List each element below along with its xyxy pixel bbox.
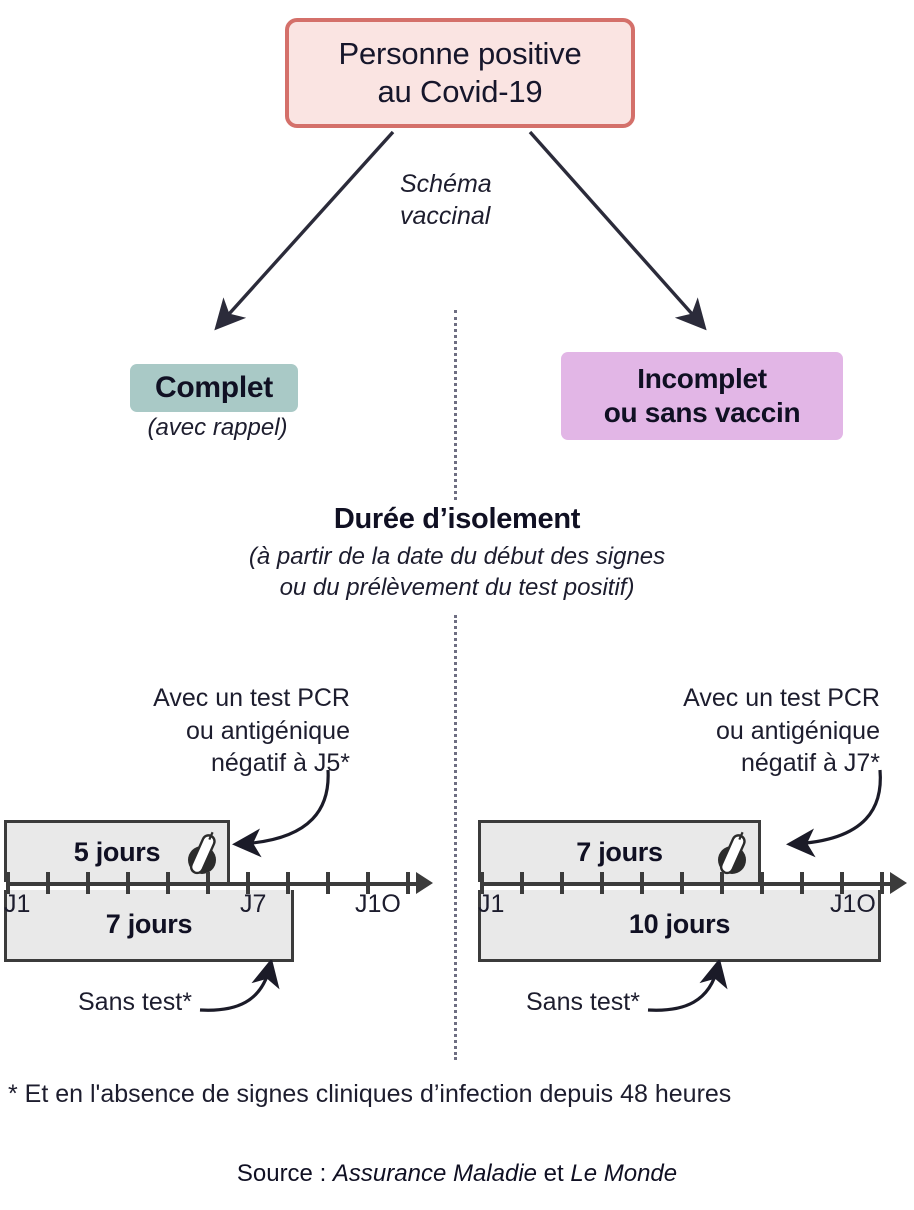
section-subtitle-line1: (à partir de la date du début des signes — [248, 543, 666, 570]
vertical-divider-bottom — [454, 615, 457, 1060]
left-axis-tick — [46, 872, 50, 894]
source-org2: Le Monde — [570, 1160, 678, 1187]
left-test-arrow — [232, 769, 330, 858]
source-prefix: Source : — [236, 1160, 333, 1187]
left-axis-label-j10: J1O — [355, 890, 401, 918]
source-joiner: et — [537, 1160, 571, 1187]
branch-arrows — [214, 130, 707, 331]
left-axis-tick — [406, 872, 410, 894]
left-axis-tick — [366, 872, 370, 894]
left-bar-7-jours: 7 jours — [4, 890, 294, 962]
left-axis-tick — [246, 872, 250, 894]
category-chip-incomplet: Incomplet ou sans vaccin — [561, 352, 843, 440]
section-subtitle-line2: ou du prélèvement du test positif) — [279, 574, 635, 602]
left-axis-label-j1: J1 — [4, 890, 31, 918]
right-axis-arrowhead — [890, 872, 907, 894]
right-annotation-line3: négatif à J7* — [741, 749, 880, 777]
left-annotation-line1: Avec un test PCR — [153, 684, 350, 712]
right-axis-tick — [640, 872, 644, 894]
category-chip-incomplet-line1: Incomplet — [637, 363, 767, 395]
right-axis-label-j10: J1O — [830, 890, 876, 918]
right-axis-tick — [520, 872, 524, 894]
right-annotation-line1: Avec un test PCR — [683, 684, 880, 712]
right-axis-tick — [560, 872, 564, 894]
left-axis-tick — [206, 872, 210, 894]
right-bar-10-jours: 10 jours — [478, 890, 881, 962]
category-subtitle-complet: (avec rappel) — [147, 414, 288, 441]
vertical-divider-top — [454, 310, 457, 500]
branch-label-line1: Schéma — [400, 170, 492, 198]
left-axis-tick — [326, 872, 330, 894]
right-axis-tick — [840, 872, 844, 894]
branch-label-line2: vaccinal — [400, 202, 491, 230]
right-axis-tick — [800, 872, 804, 894]
left-axis-tick — [286, 872, 290, 894]
left-axis-tick — [86, 872, 90, 894]
left-axis-tick — [6, 872, 10, 894]
right-axis-tick — [720, 872, 724, 894]
category-chip-incomplet-line2: ou sans vaccin — [603, 397, 801, 428]
test-swab-icon — [188, 831, 216, 875]
left-axis-label-j7: J7 — [240, 890, 267, 918]
left-sans-test-label: Sans test* — [78, 988, 192, 1016]
footnote: * Et en l'absence de signes cliniques d’… — [8, 1080, 732, 1108]
left-timeline: 5 jours 7 jours J1 J7 J1O — [0, 820, 440, 970]
left-test-annotation: Avec un test PCR ou antigénique négatif … — [60, 682, 350, 780]
left-axis-tick — [166, 872, 170, 894]
right-test-annotation: Avec un test PCR ou antigénique négatif … — [590, 682, 880, 780]
left-axis-arrowhead — [416, 872, 433, 894]
right-axis-tick — [760, 872, 764, 894]
left-axis-line — [6, 882, 426, 886]
section-subtitle: (à partir de la date du début des signes… — [157, 541, 757, 603]
right-axis-tick — [680, 872, 684, 894]
right-sans-test-arrow — [647, 960, 728, 1012]
left-annotation-line2: ou antigénique — [185, 716, 350, 745]
test-swab-icon — [718, 831, 746, 875]
category-chip-complet: Complet — [130, 364, 298, 412]
left-axis-tick — [126, 872, 130, 894]
right-annotation-line2: ou antigénique — [715, 716, 880, 745]
right-timeline: 7 jours 10 jours J1 J1O — [470, 820, 914, 970]
source-org1: Assurance Maladie — [332, 1160, 538, 1187]
positive-case-line1: Personne positive — [338, 36, 582, 72]
source-line: Source : Assurance Maladie et Le Monde — [0, 1160, 914, 1188]
right-axis-tick — [480, 872, 484, 894]
right-axis-line — [480, 882, 898, 886]
section-title: Durée d’isolement — [333, 503, 581, 535]
right-axis-tick — [600, 872, 604, 894]
positive-case-line2: au Covid-19 — [377, 74, 543, 109]
right-axis-label-j1: J1 — [478, 890, 505, 918]
right-sans-test-label: Sans test* — [526, 988, 640, 1016]
branch-label: Schéma vaccinal — [400, 168, 560, 232]
right-bar-7-jours: 7 jours — [478, 820, 761, 882]
right-test-arrow — [786, 769, 882, 858]
right-axis-tick — [880, 872, 884, 894]
positive-case-box: Personne positive au Covid-19 — [285, 18, 635, 128]
left-sans-test-arrow — [199, 960, 280, 1012]
